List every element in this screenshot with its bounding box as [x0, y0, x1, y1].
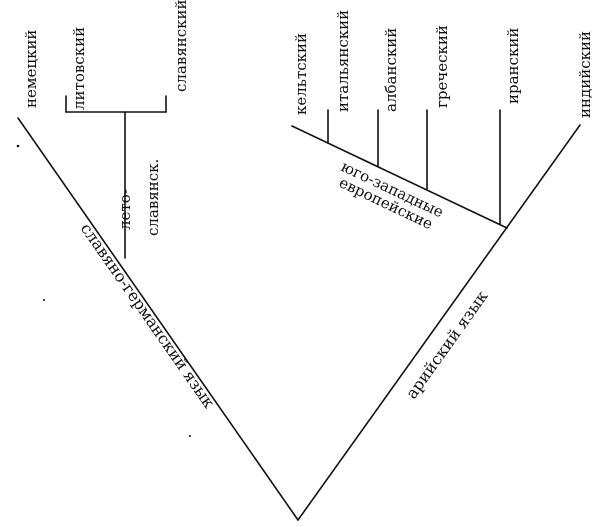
leaf-litovsky: литовский [70, 27, 88, 110]
branch-label-ariysky: арийский язык [402, 287, 492, 402]
leaf-iransky: иранский [504, 28, 522, 104]
leaf-italyansky: итальянский [334, 10, 352, 112]
speck [43, 299, 45, 301]
leaf-grechesky: греческий [433, 25, 451, 108]
speck [16, 144, 20, 148]
node-label-leto: лето- [116, 189, 134, 230]
left-main-branch [17, 117, 299, 521]
leaf-nemetsky: немецкий [22, 30, 40, 108]
speck [189, 435, 191, 437]
leaf-albansky: албанский [382, 28, 400, 112]
right-main-branch [297, 124, 581, 521]
branch-label-slavo-german: славяно-германский язык [77, 219, 219, 411]
leaf-slavyansky: славянский [172, 0, 190, 92]
leaf-keltsky: кельтский [292, 33, 310, 115]
node-label-slavyansk: славянск. [144, 159, 162, 236]
leaf-indiysky: индийский [576, 31, 594, 118]
